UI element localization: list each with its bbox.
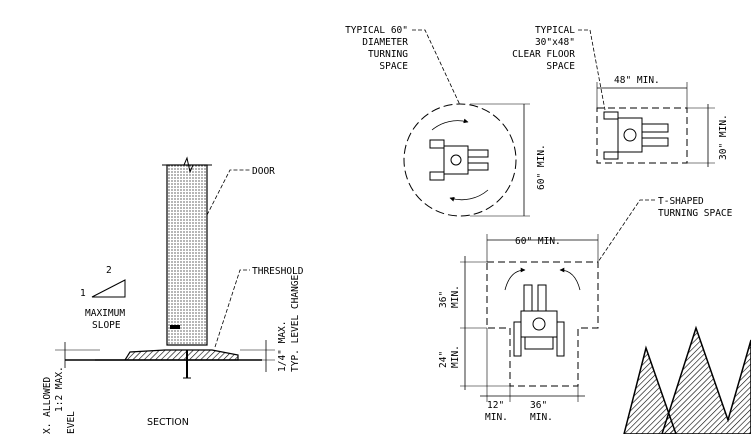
slope-rise-label: 2 <box>106 265 112 276</box>
threshold-leader <box>214 269 250 348</box>
door-leaf <box>166 164 208 346</box>
t-left-dim-label-1: 12" <box>487 400 504 411</box>
floor-callout-2: 30"x48" <box>535 37 575 48</box>
allowed-label-1: X. ALLOWED <box>42 377 53 434</box>
clear-floor-space-detail: TYPICAL 30"x48" CLEAR FLOOR SPACE 48" MI… <box>512 25 729 167</box>
circle-callout-4: SPACE <box>379 61 408 72</box>
wheelchair-icon <box>513 284 565 357</box>
floor-callout-4: SPACE <box>546 61 575 72</box>
door-leader <box>206 169 250 216</box>
t-shape-outline <box>486 261 599 387</box>
t-top-dim-label: 60" MIN. <box>515 236 561 247</box>
t-right-dim-label-1: 36" <box>530 400 547 411</box>
slope-run-label: 1 <box>80 288 86 299</box>
t-upper-dim-label-1: 36" <box>438 291 449 308</box>
t-right-dim-label-2: MIN. <box>530 412 553 423</box>
floor-depth-label: 30" MIN. <box>718 114 729 160</box>
max-slope-label-1: MAXIMUM <box>85 308 125 319</box>
t-lower-dim-label-1: 24" <box>438 351 449 368</box>
allowed-label-3: EVEL <box>66 411 77 434</box>
door-break-mark <box>162 156 212 174</box>
threshold-profile <box>95 349 239 361</box>
circle-callout-3: TURNING <box>368 49 408 60</box>
door-label: DOOR <box>252 166 275 177</box>
t-leader <box>597 199 655 263</box>
turning-circle-detail: TYPICAL 60" DIAMETER TURNING SPACE 60" M… <box>345 25 547 217</box>
t-lower-dim-label-2: MIN. <box>450 345 461 368</box>
circle-leader <box>412 29 461 106</box>
floor-callout-1: TYPICAL <box>535 25 575 36</box>
wheelchair-icon <box>603 111 669 160</box>
max-slope-label-2: SLOPE <box>92 320 121 331</box>
section-title: SECTION <box>147 417 189 428</box>
door-sweep <box>170 325 180 329</box>
t-shaped-turning-space-detail: T-SHAPED TURNING SPACE 60" MIN. 36" MIN. <box>438 196 733 423</box>
circle-dim-label: 60" MIN. <box>536 144 547 190</box>
allowed-label-2: 1:2 MAX. <box>54 366 65 412</box>
threshold-section-detail: DOOR THRESHOLD 2 1 MAXIMUM SLOPE 1/4" MA… <box>42 156 304 434</box>
wheelchair-icon <box>429 139 489 181</box>
t-left-dim-label-2: MIN. <box>485 412 508 423</box>
clear-floor-rect <box>596 107 688 164</box>
circle-callout-2: DIAMETER <box>362 37 408 48</box>
floor-leader <box>578 29 606 111</box>
t-callout-1: T-SHAPED <box>658 196 704 207</box>
floor-width-label: 48" MIN. <box>614 75 660 86</box>
threshold-label: THRESHOLD <box>252 266 304 277</box>
watermark-logo <box>623 325 751 434</box>
slope-triangle <box>91 279 126 298</box>
level-change-label-2: TYP. LEVEL CHANGE <box>290 274 301 372</box>
level-change-label-1: 1/4" MAX. <box>277 321 288 372</box>
floor-callout-3: CLEAR FLOOR <box>512 49 575 60</box>
turning-circle <box>403 103 517 217</box>
t-upper-dim-label-2: MIN. <box>450 285 461 308</box>
t-callout-2: TURNING SPACE <box>658 208 733 219</box>
circle-callout-1: TYPICAL 60" <box>345 25 408 36</box>
